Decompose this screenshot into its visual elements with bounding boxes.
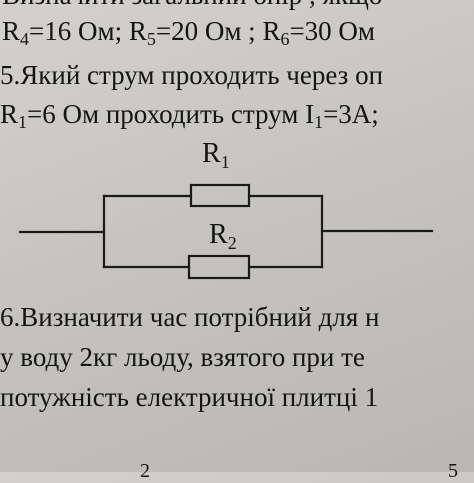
r4-value: =16 Ом;: [29, 16, 129, 46]
r1-label-symbol: R: [202, 138, 221, 169]
text-line-resistor-values: R4=16 Ом; R5=20 Ом ; R6=30 Ом: [2, 16, 376, 49]
document-page: Визначити загальний опір , якщо R4=16 Ом…: [0, 0, 458, 482]
question-6-line-2: у воду 2кг льоду, взятого при те: [0, 342, 365, 372]
resistor-r2: [187, 254, 251, 280]
r2-label-subscript: 2: [227, 233, 237, 253]
r5-symbol: R: [128, 16, 147, 46]
question-6-line-3: потужність електричної плитці 1: [0, 382, 378, 412]
resistor-r1-label: R1: [202, 138, 230, 172]
i1-value: =3А;: [323, 99, 379, 129]
r6-subscript: 6: [280, 29, 290, 49]
r1-current-text: =6 Ом проходить струм I: [27, 99, 315, 129]
question-6-text-2: у воду 2кг льоду, взятого при те: [0, 342, 365, 372]
r4-symbol: R: [2, 16, 21, 46]
question-5-line-1: 5.Який струм проходить через оп: [0, 60, 383, 90]
i1-subscript: 1: [314, 112, 324, 132]
r2-label-symbol: R: [209, 219, 228, 250]
r6-symbol: R: [262, 16, 281, 46]
parallel-circuit-diagram: [18, 183, 434, 280]
r1-label-subscript: 1: [220, 152, 230, 172]
question-6-text-3: потужність електричної плитці 1: [0, 382, 379, 412]
top-cut-text: Визначити загальний опір , якщо: [2, 0, 382, 10]
r4-subscript: 4: [20, 29, 30, 49]
question-6-text: 6.Визначити час потрібний для н: [0, 302, 380, 332]
r5-subscript: 5: [146, 29, 156, 49]
r1-subscript: 1: [18, 112, 28, 132]
resistor-r2-label: R2: [209, 219, 237, 253]
bottom-fragment-b: 5: [448, 460, 458, 482]
text-line-top-cut: Визначити загальний опір , якщо: [2, 0, 382, 10]
r6-value: =30 Ом: [289, 16, 376, 46]
r5-value: =20 Ом ;: [155, 16, 263, 46]
bottom-fragment-a: 2: [140, 460, 150, 482]
question-5-line-2: R1=6 Ом проходить струм I1=3А;: [0, 99, 379, 132]
resistor-r1: [189, 183, 251, 208]
r1-symbol: R: [0, 99, 19, 129]
question-5-text: 5.Який струм проходить через оп: [0, 60, 384, 90]
question-6-line-1: 6.Визначити час потрібний для н: [0, 302, 379, 332]
